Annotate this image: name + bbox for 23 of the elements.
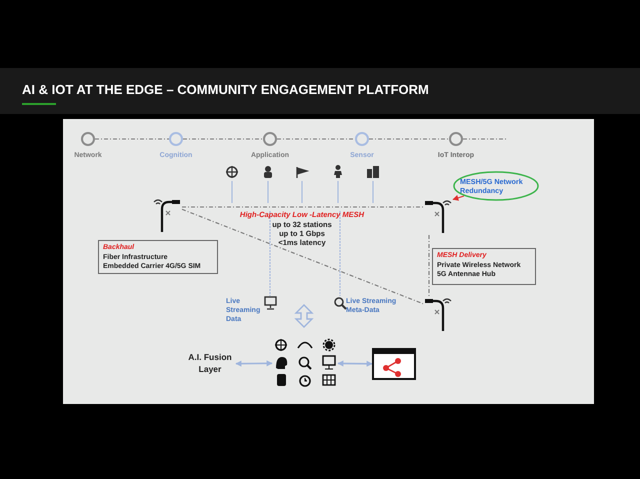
arrow xyxy=(235,360,273,367)
connector-line xyxy=(183,138,263,140)
street-light-drawing xyxy=(152,197,182,233)
street-light-drawing xyxy=(423,296,453,332)
timeline-step xyxy=(436,131,476,159)
arrow xyxy=(452,195,464,201)
layer-label: A.I. Fusion Layer xyxy=(187,351,233,375)
connector-line xyxy=(95,138,169,140)
connector-line xyxy=(182,208,424,304)
connector-line xyxy=(428,235,430,296)
arrow xyxy=(337,360,373,367)
timeline-step xyxy=(159,131,193,159)
icon-grid-drawing xyxy=(272,338,338,388)
timeline-step xyxy=(250,131,290,159)
connector-line xyxy=(277,138,355,140)
connector-line xyxy=(463,138,506,140)
callout-ellipse xyxy=(453,171,539,201)
connector-line xyxy=(369,138,449,140)
app-window-icon xyxy=(372,348,416,380)
slide-title: AI & IOT AT THE EDGE – COMMUNITY ENGAGEMENT PLATFORM xyxy=(22,82,429,97)
info-box xyxy=(98,240,218,274)
connector-line xyxy=(182,206,423,208)
info-box xyxy=(432,248,536,285)
